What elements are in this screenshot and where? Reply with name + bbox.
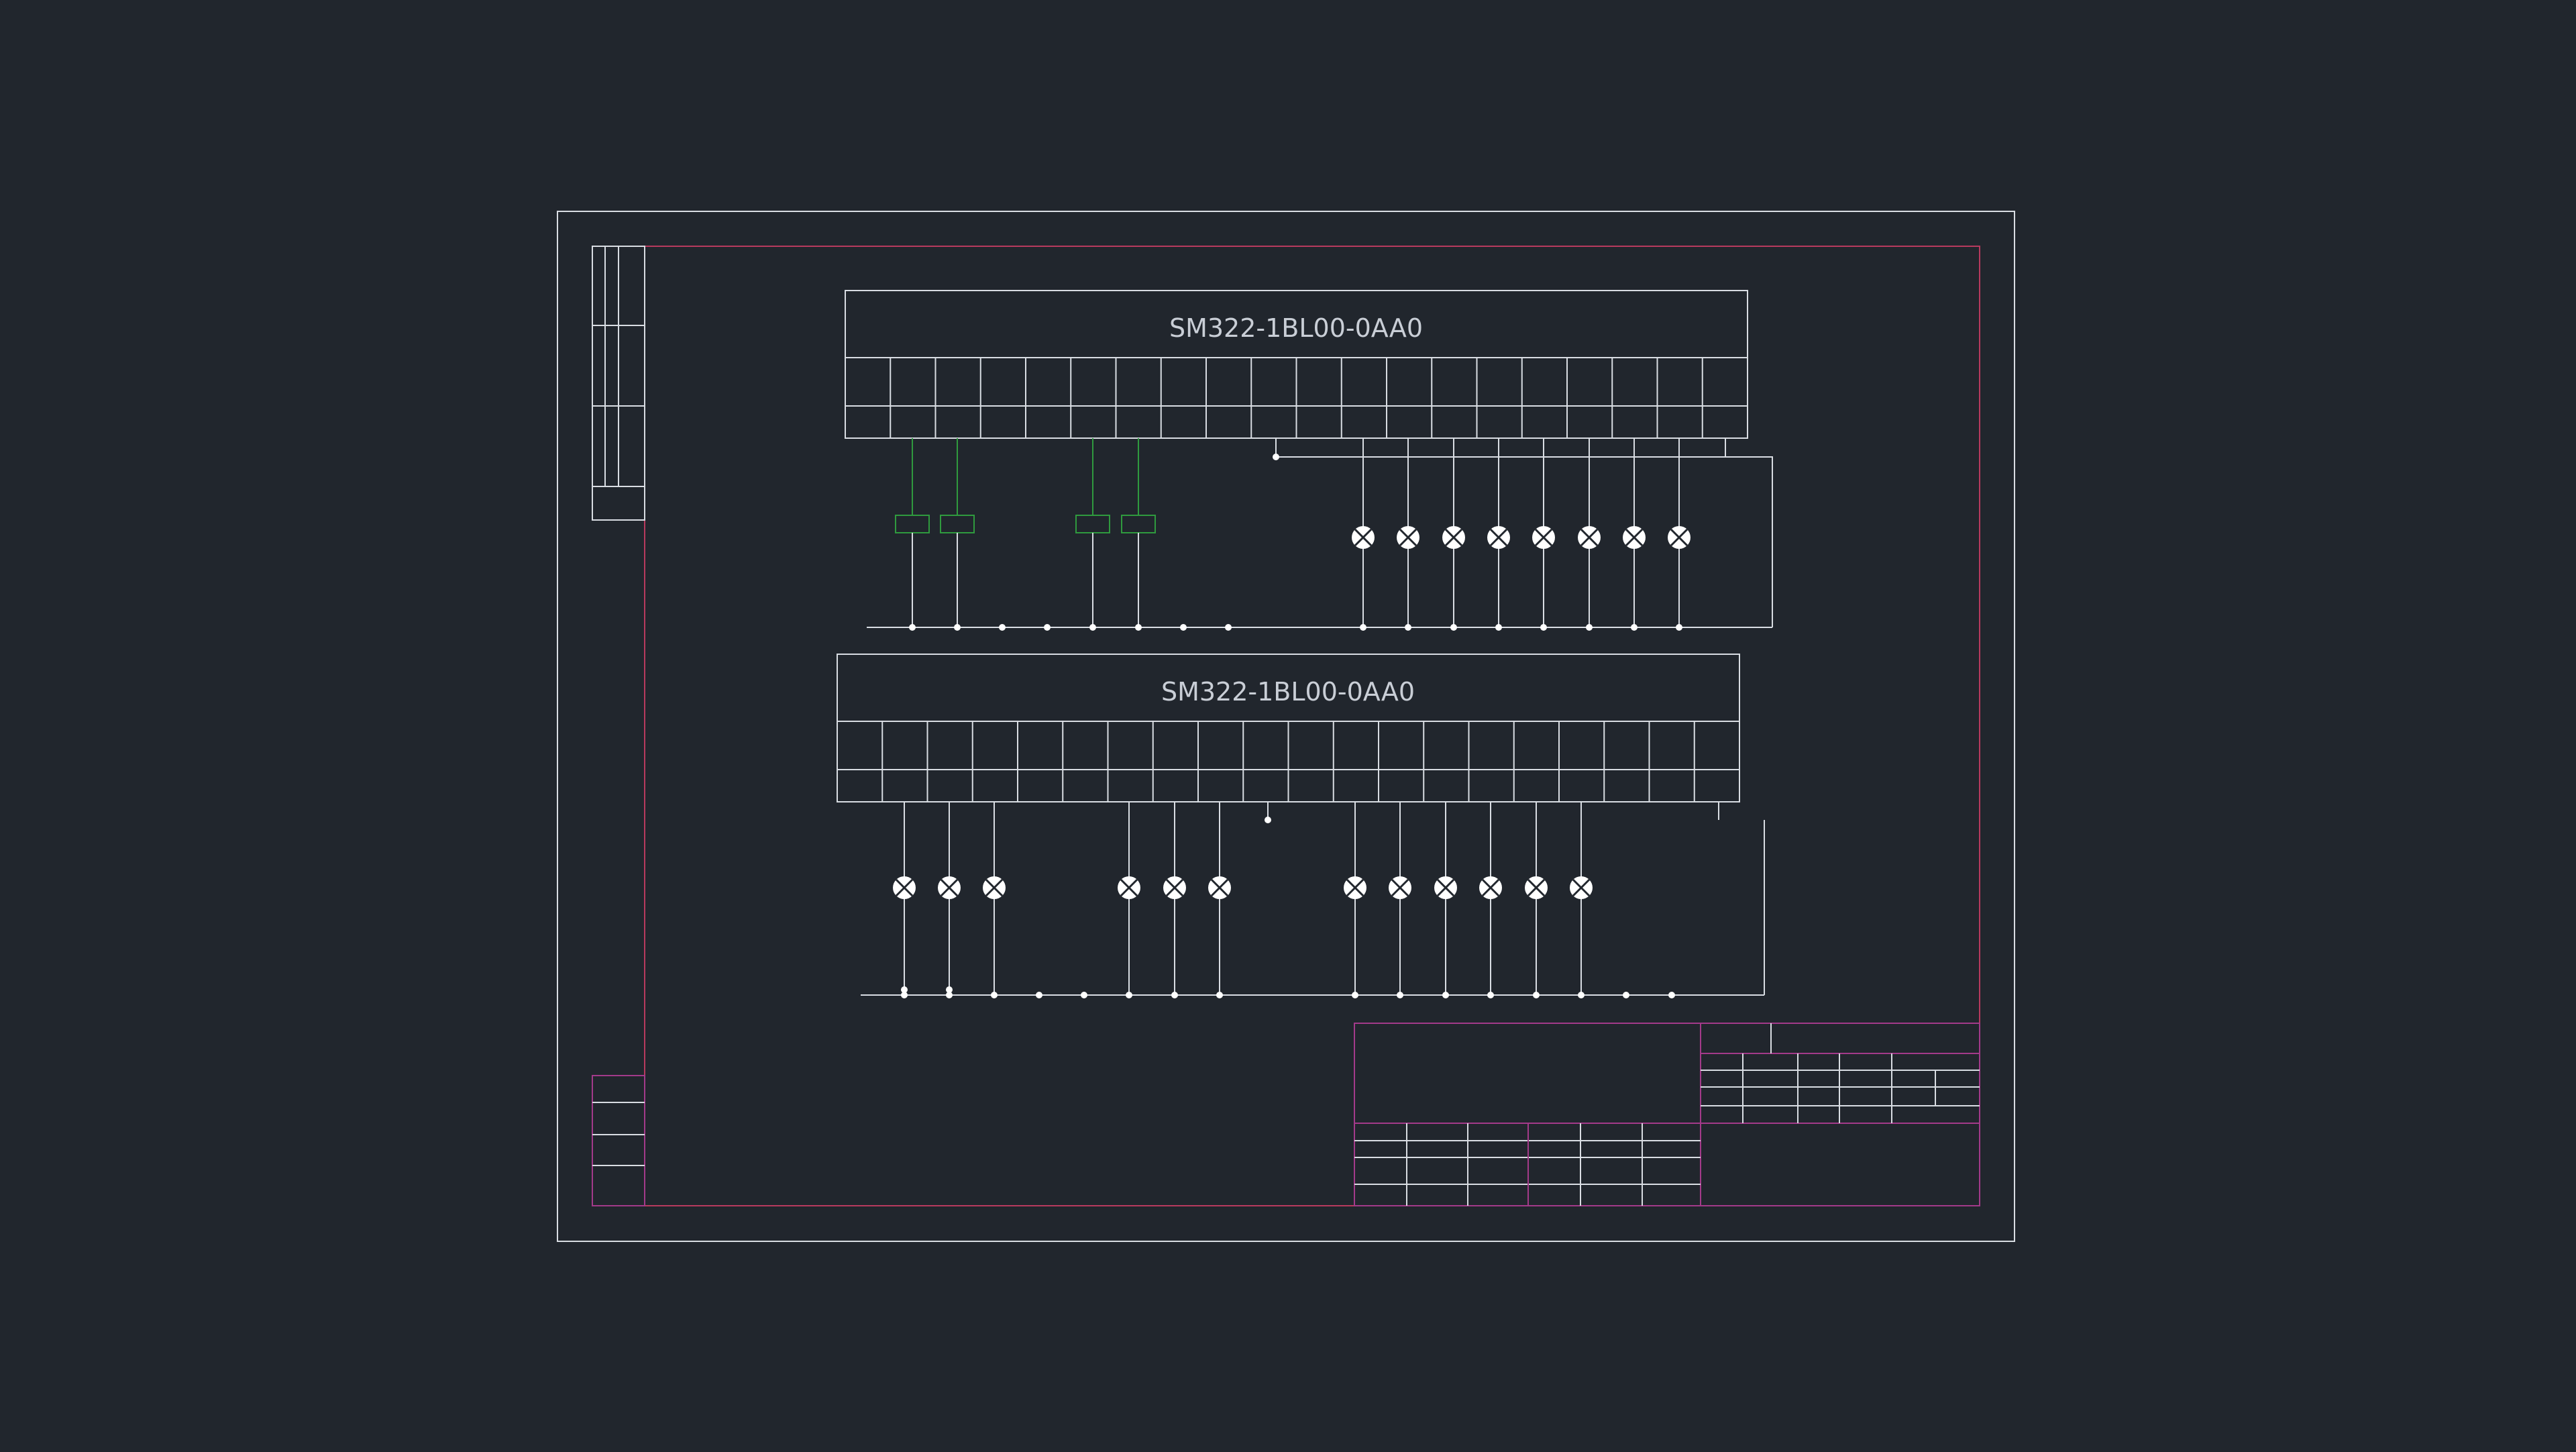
junction-dot-icon xyxy=(1405,624,1411,631)
junction-dot-icon xyxy=(1631,624,1638,631)
relay-coil-icon[interactable] xyxy=(1075,438,1110,627)
junction-dot-icon xyxy=(1578,992,1585,998)
indicator-lamp-icon[interactable] xyxy=(1623,526,1646,549)
indicator-lamp-icon[interactable] xyxy=(1397,526,1419,549)
terminal-strip xyxy=(881,721,1695,802)
left-margin-strip-top xyxy=(592,246,645,521)
junction-dot-icon xyxy=(1273,454,1279,460)
title-block xyxy=(1354,1023,1980,1206)
plc-output-module-2[interactable]: SM322-1BL00-0AA0 xyxy=(837,654,1765,998)
indicator-lamp-icon[interactable] xyxy=(1487,526,1510,549)
junction-dot-icon xyxy=(946,992,953,998)
junction-dot-icon xyxy=(999,624,1006,631)
junction-dot-icon xyxy=(1495,624,1502,631)
junction-dot-icon xyxy=(1216,992,1223,998)
junction-dot-icon xyxy=(1225,624,1232,631)
indicator-lamp-icon[interactable] xyxy=(1442,526,1465,549)
junction-dot-icon xyxy=(1533,992,1540,998)
indicator-lamp-icon[interactable] xyxy=(983,876,1006,899)
junction-dot-icon xyxy=(1135,624,1142,631)
plc-output-module-1[interactable]: SM322-1BL00-0AA0 xyxy=(845,290,1773,631)
indicator-lamp-icon[interactable] xyxy=(1525,876,1548,899)
indicator-lamp-icon[interactable] xyxy=(1668,526,1690,549)
junction-dot-icon xyxy=(1352,992,1358,998)
junction-dot-icon xyxy=(901,986,908,993)
indicator-lamp-icon[interactable] xyxy=(1479,876,1502,899)
terminal-strip xyxy=(890,358,1703,438)
indicator-lamp-icon[interactable] xyxy=(1532,526,1555,549)
relay-coil-icon[interactable] xyxy=(895,438,930,627)
indicator-lamp-icon[interactable] xyxy=(1344,876,1366,899)
indicator-lamp-icon[interactable] xyxy=(1578,526,1601,549)
module-label: SM322-1BL00-0AA0 xyxy=(1161,677,1415,707)
junction-dot-icon xyxy=(1676,624,1682,631)
junction-dot-icon xyxy=(946,986,953,993)
sheet-border xyxy=(557,211,2015,1242)
junction-dot-icon xyxy=(1397,992,1403,998)
indicator-lamp-icon[interactable] xyxy=(1118,876,1140,899)
relay-coil-icon[interactable] xyxy=(940,438,975,627)
bus-junctions xyxy=(901,986,1675,998)
junction-dot-icon xyxy=(1036,992,1042,998)
indicator-lamp-icon[interactable] xyxy=(938,876,961,899)
relay-coil-icon[interactable] xyxy=(1121,438,1156,627)
junction-dot-icon xyxy=(1265,817,1271,823)
junction-dot-icon xyxy=(1623,992,1629,998)
junction-dot-icon xyxy=(1360,624,1366,631)
junction-dot-icon xyxy=(1126,992,1132,998)
junction-dot-icon xyxy=(901,992,908,998)
indicator-lamp-icon[interactable] xyxy=(1163,876,1186,899)
indicator-lamp-icon[interactable] xyxy=(1434,876,1457,899)
junction-dot-icon xyxy=(1089,624,1096,631)
junction-dot-icon xyxy=(991,992,998,998)
junction-dot-icon xyxy=(1450,624,1457,631)
junction-dot-icon xyxy=(1044,624,1051,631)
junction-dot-icon xyxy=(1586,624,1593,631)
junction-dot-icon xyxy=(1171,992,1178,998)
junction-dot-icon xyxy=(1668,992,1675,998)
relay-group xyxy=(895,438,1156,627)
left-margin-strip-bottom xyxy=(592,1075,645,1206)
junction-dot-icon xyxy=(1442,992,1449,998)
junction-dot-icon xyxy=(909,624,916,631)
indicator-lamp-icon[interactable] xyxy=(1570,876,1593,899)
junction-dot-icon xyxy=(1180,624,1187,631)
module-label: SM322-1BL00-0AA0 xyxy=(1169,313,1423,343)
junction-dot-icon xyxy=(1081,992,1087,998)
junction-dot-icon xyxy=(1487,992,1494,998)
indicator-lamp-icon[interactable] xyxy=(1389,876,1411,899)
drawing-frame xyxy=(644,246,1980,1206)
lamp-row xyxy=(1352,438,1690,627)
junction-dot-icon xyxy=(954,624,961,631)
indicator-lamp-icon[interactable] xyxy=(893,876,916,899)
indicator-lamp-icon[interactable] xyxy=(1352,526,1375,549)
indicator-lamp-icon[interactable] xyxy=(1208,876,1231,899)
bus-junctions xyxy=(909,624,1682,631)
lamp-row xyxy=(893,802,1593,995)
junction-dot-icon xyxy=(1540,624,1547,631)
